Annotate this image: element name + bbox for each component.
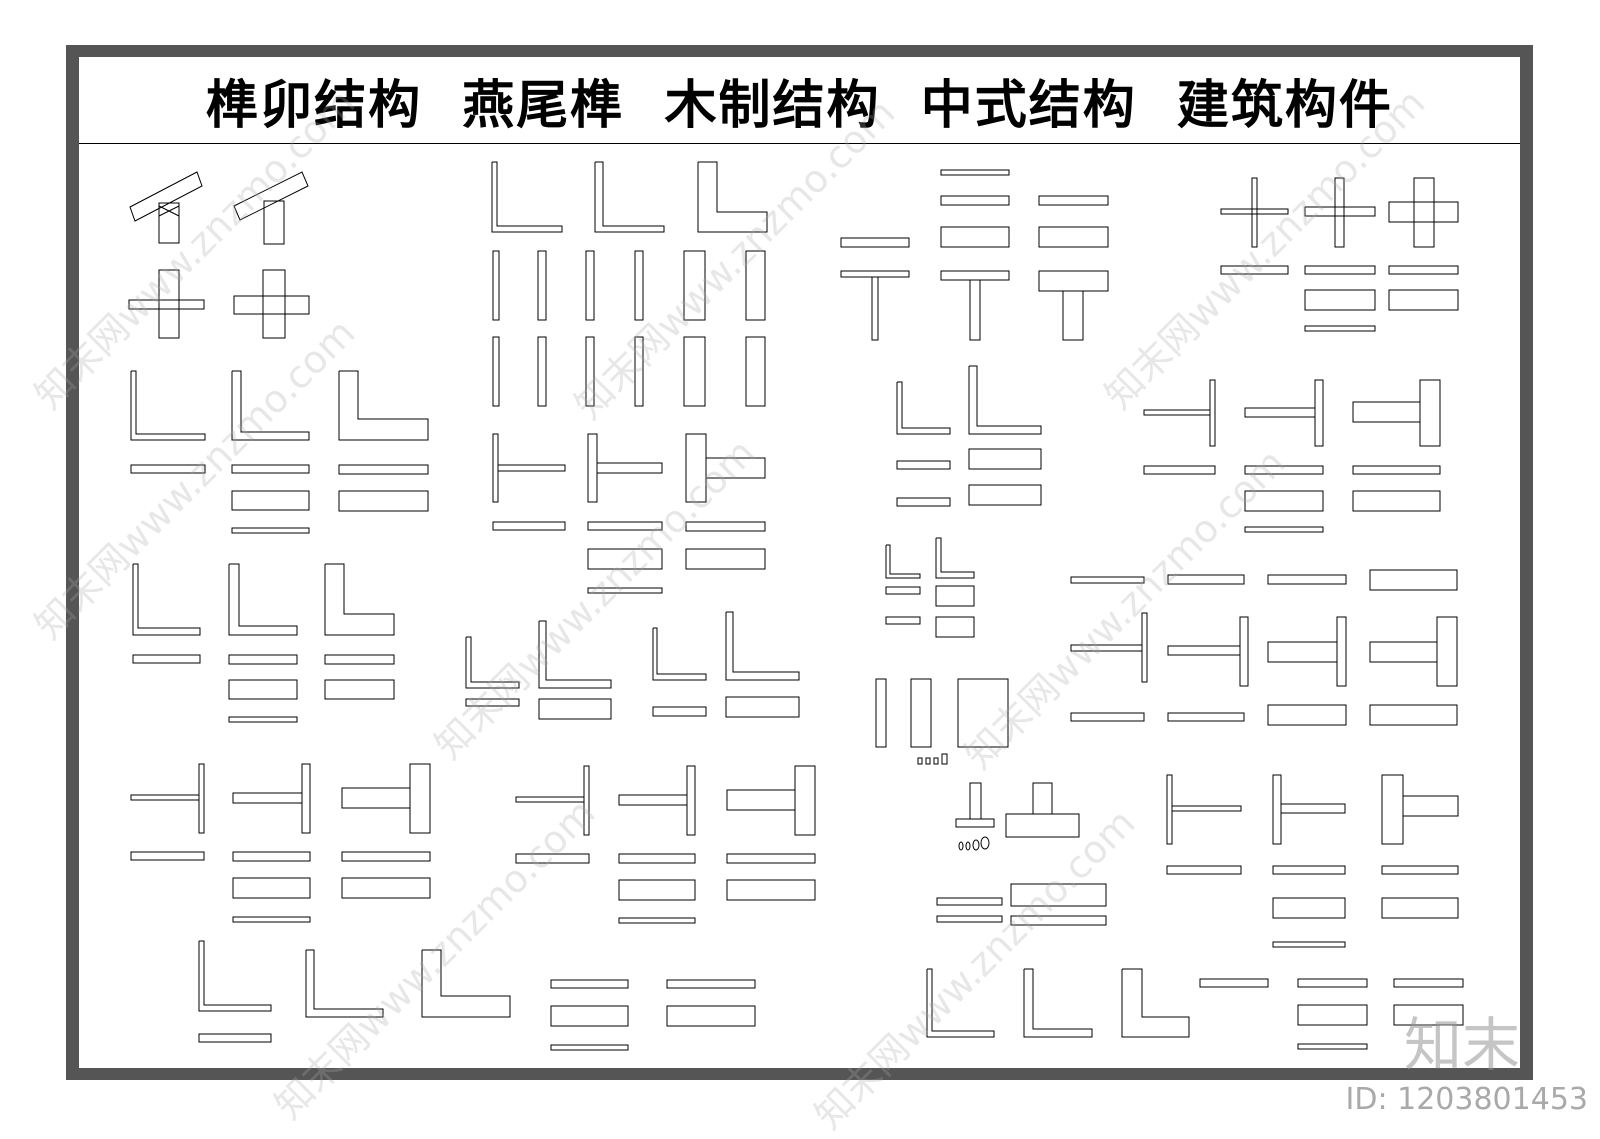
- cross-joint-group-b: [1220, 177, 1459, 332]
- title-bar: 榫卯结构 燕尾榫 木制结构 中式结构 建筑构件: [79, 57, 1520, 144]
- round-dowel-group: [955, 782, 1080, 851]
- t-tenon-group-a: [130, 763, 431, 923]
- small-corner-group: [885, 537, 975, 638]
- t-joint-group-d: [1166, 774, 1459, 948]
- corner-joint-group-a: [130, 370, 429, 534]
- t-joint-top-group: [840, 169, 1109, 341]
- page-title: 榫卯结构 燕尾榫 木制结构 中式结构 建筑构件: [206, 75, 1393, 136]
- t-dovetail-group: [492, 433, 766, 594]
- t-tenon-group-b: [515, 765, 816, 924]
- mitre-corner-group: [132, 563, 395, 723]
- corner-joint-group-c: [896, 365, 1042, 507]
- id-label: ID: 1203801453: [1345, 1082, 1588, 1117]
- t-joint-group-c: [1143, 379, 1441, 533]
- bottom-corner-group-b: [926, 968, 1464, 1050]
- vertical-members-row2: [492, 336, 766, 407]
- brand-logo: 知末: [1404, 1011, 1521, 1079]
- half-lap-long-group: [1070, 569, 1458, 726]
- dovetail-corner-group: [491, 161, 768, 233]
- bottom-board-group: [550, 979, 756, 1051]
- cross-joint-group: [128, 269, 310, 339]
- finger-joint-group: [936, 883, 1107, 926]
- angled-cross-joint-group: [129, 171, 309, 245]
- dowel-joint-group: [875, 678, 1009, 765]
- bottom-corner-group-a: [198, 940, 511, 1043]
- half-lap-corner-group: [465, 611, 800, 720]
- vertical-members-row1: [492, 250, 766, 321]
